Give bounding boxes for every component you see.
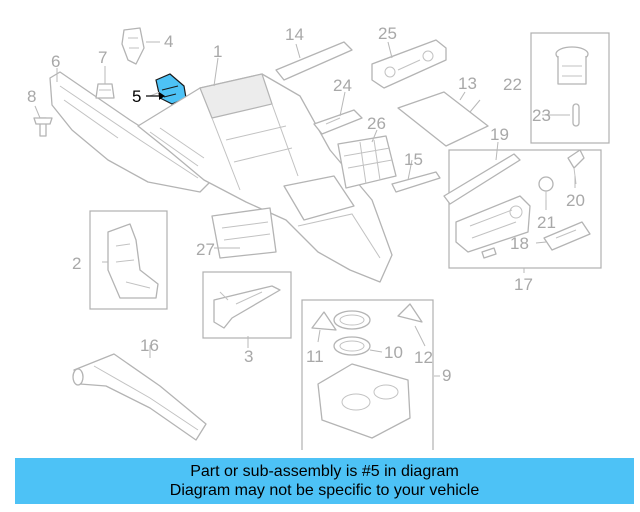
part-9-cup-holder: [317, 363, 411, 439]
callout-15: 15: [404, 150, 423, 169]
part-26-switch-block: [337, 135, 397, 189]
callout-23: 23: [532, 106, 551, 125]
callout-25: 25: [378, 24, 397, 43]
callout-26: 26: [367, 114, 386, 133]
callout-17: 17: [514, 275, 533, 294]
callout-5: 5: [132, 87, 141, 106]
callout-4: 4: [164, 32, 173, 51]
callout-10: 10: [384, 343, 403, 362]
part-16-duct: [72, 353, 207, 441]
callout-16: 16: [140, 336, 159, 355]
part-20-plug: [567, 149, 585, 185]
part-24-switch: [313, 109, 363, 135]
part-15-rod: [391, 171, 441, 193]
leader-lines: [34, 41, 576, 377]
part-23-pin: [572, 103, 580, 127]
group-box-22-23: [530, 32, 610, 144]
part-17-assembly: [455, 195, 531, 253]
part-4-bracket: [121, 27, 145, 65]
part-1-center-console: [137, 73, 393, 283]
part-8-screw: [33, 117, 53, 137]
callout-27: 27: [196, 240, 215, 259]
callout-19: 19: [490, 125, 509, 144]
callout-2: 2: [72, 254, 81, 273]
part-5-arrow: [146, 92, 165, 100]
part-2-bracket: [107, 223, 159, 299]
callout-22: 22: [503, 75, 522, 94]
callout-9: 9: [442, 366, 451, 385]
group-box-3: [202, 271, 292, 339]
callout-8: 8: [27, 87, 36, 106]
callout-20: 20: [566, 191, 585, 210]
callout-21: 21: [537, 213, 556, 232]
part-14-panel: [275, 41, 353, 81]
callout-6: 6: [51, 52, 60, 71]
part-19-strip: [443, 153, 521, 205]
group-box-17: [448, 149, 602, 269]
group-box-2: [89, 210, 168, 310]
callout-1: 1: [213, 42, 222, 61]
group-box-9: [301, 299, 434, 450]
part-6-side-panel: [49, 71, 213, 193]
part-11-trim: [311, 311, 337, 331]
parts-diagram: 1 2 3 4 5 6 7 8 9 10 11 12 13 14 15 16 1…: [27, 24, 610, 450]
part-21-screw: [538, 176, 554, 200]
banner-line-2: Diagram may not be specific to your vehi…: [169, 482, 480, 499]
callout-3: 3: [244, 347, 253, 366]
part-22-holder: [555, 46, 589, 85]
part-13-pad: [397, 91, 489, 147]
callout-24: 24: [333, 76, 352, 95]
info-banner: Part or sub-assembly is #5 in diagram Di…: [15, 458, 634, 504]
part-10-mats: [333, 310, 371, 356]
part-12-trim: [397, 303, 423, 323]
callout-14: 14: [285, 25, 304, 44]
callout-11: 11: [306, 347, 324, 366]
part-27-switch: [211, 207, 277, 259]
callout-12: 12: [414, 348, 433, 367]
part-7-clip: [95, 83, 115, 99]
callout-13: 13: [458, 74, 477, 93]
banner-line-1: Part or sub-assembly is #5 in diagram: [190, 463, 459, 480]
callout-18: 18: [510, 234, 529, 253]
part-17-screw: [481, 247, 497, 259]
part-25-control-unit: [371, 39, 447, 89]
part-3-rail: [213, 285, 281, 329]
part-18-button: [543, 221, 591, 251]
callout-7: 7: [98, 48, 107, 67]
